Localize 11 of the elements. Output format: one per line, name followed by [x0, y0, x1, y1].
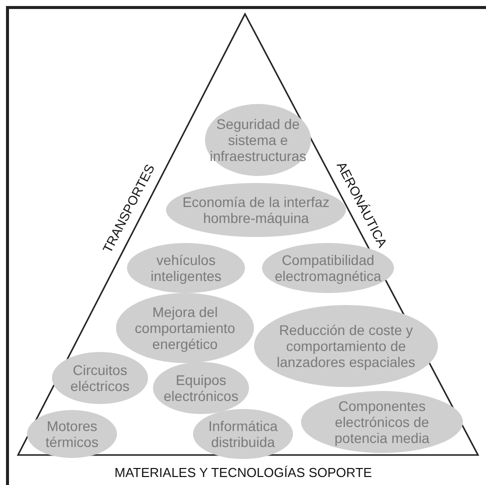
topic-ellipse: vehículos inteligentes [127, 243, 245, 293]
topic-ellipse: Informática distribuida [193, 409, 293, 459]
topic-ellipse: Economía de la interfaz hombre-máquina [166, 183, 346, 237]
topic-ellipse: Equipos electrónicos [153, 362, 249, 414]
topic-ellipse: Componentes electrónicos de potencia media [301, 391, 463, 453]
topic-ellipse: Mejora del comportamiento energético [116, 293, 254, 363]
base-label: MATERIALES Y TECNOLOGÍAS SOPORTE [114, 464, 372, 480]
topic-ellipse: Reducción de coste y comportamiento de lanzadores espaciales [254, 305, 438, 387]
topic-ellipse: Circuitos eléctricos [52, 352, 148, 404]
topic-ellipse: Motores térmicos [27, 410, 117, 458]
topic-ellipse: Seguridad de sistema e infraestructuras [205, 104, 311, 176]
